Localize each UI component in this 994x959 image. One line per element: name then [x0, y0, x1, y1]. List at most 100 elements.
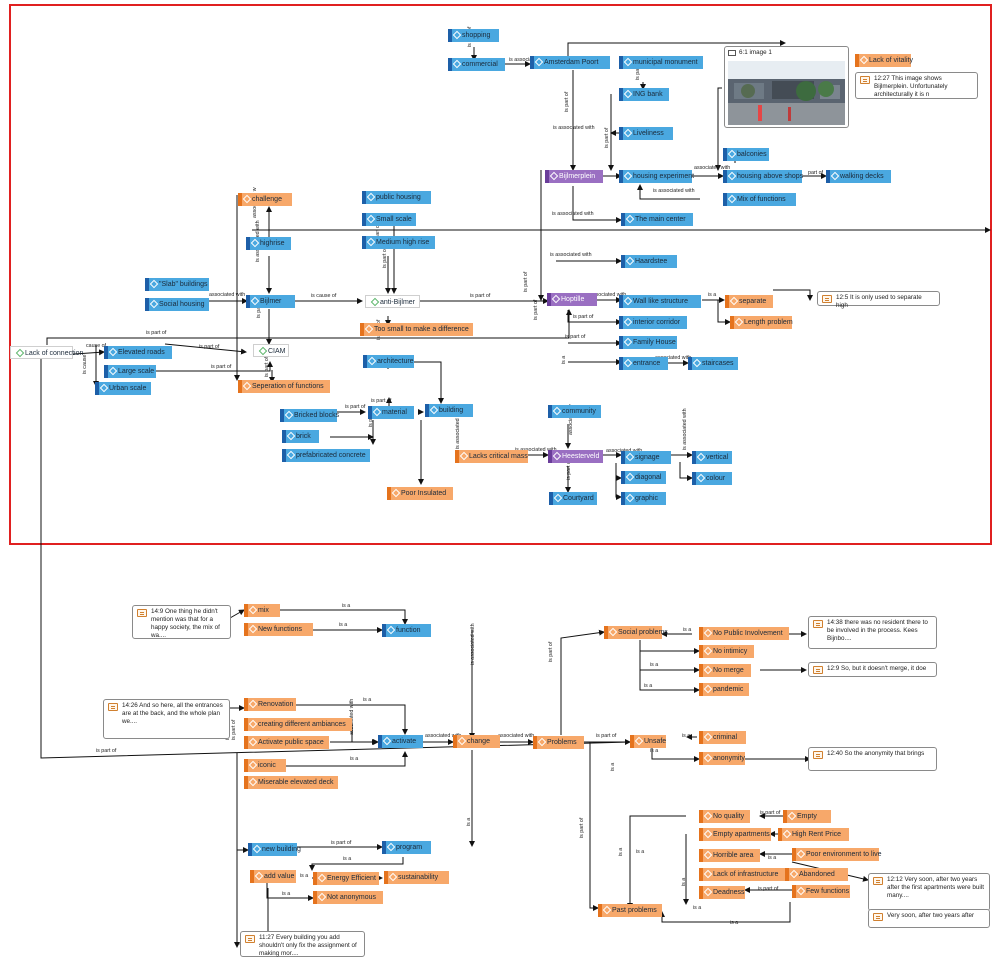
node-miserable-deck[interactable]: Miserable elevated deck: [244, 776, 338, 789]
node-staircases[interactable]: staircases: [688, 357, 738, 370]
node-interior-corridor[interactable]: interior corridor: [619, 316, 687, 329]
node-empty[interactable]: Empty: [783, 810, 831, 823]
node-no-public-involvement[interactable]: No Public Involvement: [699, 627, 789, 640]
node-new-functions[interactable]: New functions: [244, 623, 313, 636]
node-housing-experiment[interactable]: housing experiment: [619, 170, 694, 183]
node-signage[interactable]: signage: [621, 451, 671, 464]
node-slab-buildings[interactable]: "Slab" buildings: [145, 278, 209, 291]
memo-1212[interactable]: 12:12 Very soon, after two years after t…: [868, 873, 990, 911]
node-iconic[interactable]: iconic: [244, 759, 286, 772]
node-no-intimicy[interactable]: No intimicy: [699, 645, 754, 658]
memo-125[interactable]: 12:5 It is only used to separate high: [817, 291, 940, 309]
node-balconies[interactable]: balconies: [723, 148, 769, 161]
node-problems[interactable]: Problems: [533, 736, 584, 749]
node-abandoned[interactable]: Abandoned: [785, 868, 848, 881]
node-bijlmer[interactable]: Bijlmer: [246, 295, 295, 308]
node-social-housing[interactable]: Social housing: [145, 298, 209, 311]
node-poor-insulated[interactable]: Poor Insulated: [387, 487, 453, 500]
node-add-value[interactable]: add value: [250, 870, 296, 883]
memo-1227[interactable]: 12:27 This image shows Bijlmerplein. Unf…: [855, 72, 978, 99]
node-material[interactable]: material: [368, 406, 414, 419]
node-separation-functions[interactable]: Seperation of functions: [238, 380, 330, 393]
node-wall-like[interactable]: Wall like structure: [619, 295, 701, 308]
node-haardstee[interactable]: Haardstee: [621, 255, 677, 268]
node-new-building[interactable]: new building: [248, 843, 301, 856]
node-separate[interactable]: separate: [725, 295, 773, 308]
node-pandemic[interactable]: pandemic: [699, 683, 749, 696]
node-diagonal[interactable]: diagonal: [621, 471, 666, 484]
node-urban-scale[interactable]: Urban scale: [95, 382, 151, 395]
node-mix-of-functions[interactable]: Mix of functions: [723, 193, 796, 206]
node-program[interactable]: program: [382, 841, 431, 854]
node-sustainability[interactable]: sustainability: [384, 871, 449, 884]
image-document[interactable]: 6:1 image 1: [724, 46, 849, 128]
node-criminal[interactable]: criminal: [699, 731, 746, 744]
node-community[interactable]: community: [548, 405, 601, 418]
node-building[interactable]: building: [425, 404, 473, 417]
node-amsterdam-poort[interactable]: Amsterdam Poort: [530, 56, 610, 69]
node-function[interactable]: function: [382, 624, 431, 637]
node-activate[interactable]: activate: [378, 735, 423, 748]
node-municipal-monument[interactable]: municipal monument: [619, 56, 703, 69]
node-bijlmerplein[interactable]: Bijlmerplein: [545, 170, 603, 183]
node-prefab[interactable]: prefabricated concrete: [282, 449, 370, 462]
memo-1438[interactable]: 14:38 there was no resident there to be …: [808, 616, 937, 649]
node-elevated-roads[interactable]: Elevated roads: [104, 346, 172, 359]
node-main-center[interactable]: The main center: [621, 213, 693, 226]
node-lack-infrastructure[interactable]: Lack of infrastructure: [699, 868, 786, 881]
node-diff-ambiances[interactable]: creating different ambiances: [244, 718, 352, 731]
memo-1426[interactable]: 14:26 And so here, all the entrances are…: [103, 699, 230, 739]
node-large-scale[interactable]: Large scale: [104, 365, 156, 378]
memo-1212-b[interactable]: Very soon, after two years after: [868, 909, 990, 928]
node-renovation[interactable]: Renovation: [244, 698, 296, 711]
node-colour[interactable]: colour: [692, 472, 732, 485]
node-ciam[interactable]: CIAM: [253, 344, 289, 357]
node-medium-high-rise[interactable]: Medium high rise: [362, 236, 435, 249]
node-housing-above-shops[interactable]: housing above shops: [723, 170, 803, 183]
node-vertical[interactable]: vertical: [692, 451, 732, 464]
memo-129[interactable]: 12:9 So, but it doesn't merge, it doe: [808, 662, 937, 677]
node-small-scale[interactable]: Small scale: [362, 213, 416, 226]
node-lacks-critical-mass[interactable]: Lacks critical mass: [455, 450, 528, 463]
node-energy-efficient[interactable]: Energy Efficient: [313, 872, 379, 885]
node-hoptille[interactable]: Hoptille: [547, 293, 597, 306]
node-liveliness[interactable]: Liveliness: [619, 127, 673, 140]
memo-149[interactable]: 14:9 One thing he didn't mention was tha…: [132, 605, 231, 639]
node-lack-connection[interactable]: Lack of connection: [10, 346, 83, 359]
node-heesterveld[interactable]: Heesterveld: [548, 450, 603, 463]
node-activate-public[interactable]: Activate public space: [244, 736, 329, 749]
node-length-problem[interactable]: Length problem: [730, 316, 793, 329]
node-change[interactable]: change: [453, 735, 500, 748]
memo-1127[interactable]: 11:27 Every building you add shouldn't o…: [240, 931, 365, 957]
node-challenge[interactable]: challenge: [238, 193, 292, 206]
node-horrible-area[interactable]: Horrible area: [699, 849, 760, 862]
node-shopping[interactable]: shopping: [448, 29, 499, 42]
node-past-problems[interactable]: Past problems: [598, 904, 662, 917]
node-anti-bijlmer[interactable]: anti-Bijlmer: [365, 295, 420, 308]
node-public-housing[interactable]: public housing: [362, 191, 431, 204]
node-walking-decks[interactable]: walking decks: [826, 170, 891, 183]
node-highrise[interactable]: highrise: [246, 237, 291, 250]
node-social-problems[interactable]: Social problems: [604, 626, 668, 639]
node-architecture[interactable]: architecture: [363, 355, 414, 368]
node-commercial[interactable]: commercial: [448, 58, 505, 71]
node-high-rent[interactable]: High Rent Price: [778, 828, 849, 841]
node-few-functions[interactable]: Few functions: [792, 885, 850, 898]
node-empty-apartments[interactable]: Empty apartments: [699, 828, 771, 841]
node-courtyard[interactable]: Courtyard: [549, 492, 597, 505]
node-no-quality[interactable]: No quality: [699, 810, 750, 823]
node-lack-vitality[interactable]: Lack of vitality: [855, 54, 913, 67]
node-unsafe[interactable]: Unsafe: [630, 735, 666, 748]
node-entrance[interactable]: entrance: [619, 357, 668, 370]
node-too-small[interactable]: Too small to make a difference: [360, 323, 473, 336]
node-not-anonymous[interactable]: Not anonymous: [313, 891, 383, 904]
node-brick[interactable]: brick: [282, 430, 319, 443]
node-graphic[interactable]: graphic: [621, 492, 666, 505]
node-deadness[interactable]: Deadness: [699, 886, 745, 899]
node-no-merge[interactable]: No merge: [699, 664, 751, 677]
node-mix[interactable]: mix: [244, 604, 280, 617]
node-family-house[interactable]: Family House: [619, 336, 677, 349]
node-ing-bank[interactable]: ING bank: [619, 88, 669, 101]
node-anonymity[interactable]: anonymity: [699, 752, 745, 765]
